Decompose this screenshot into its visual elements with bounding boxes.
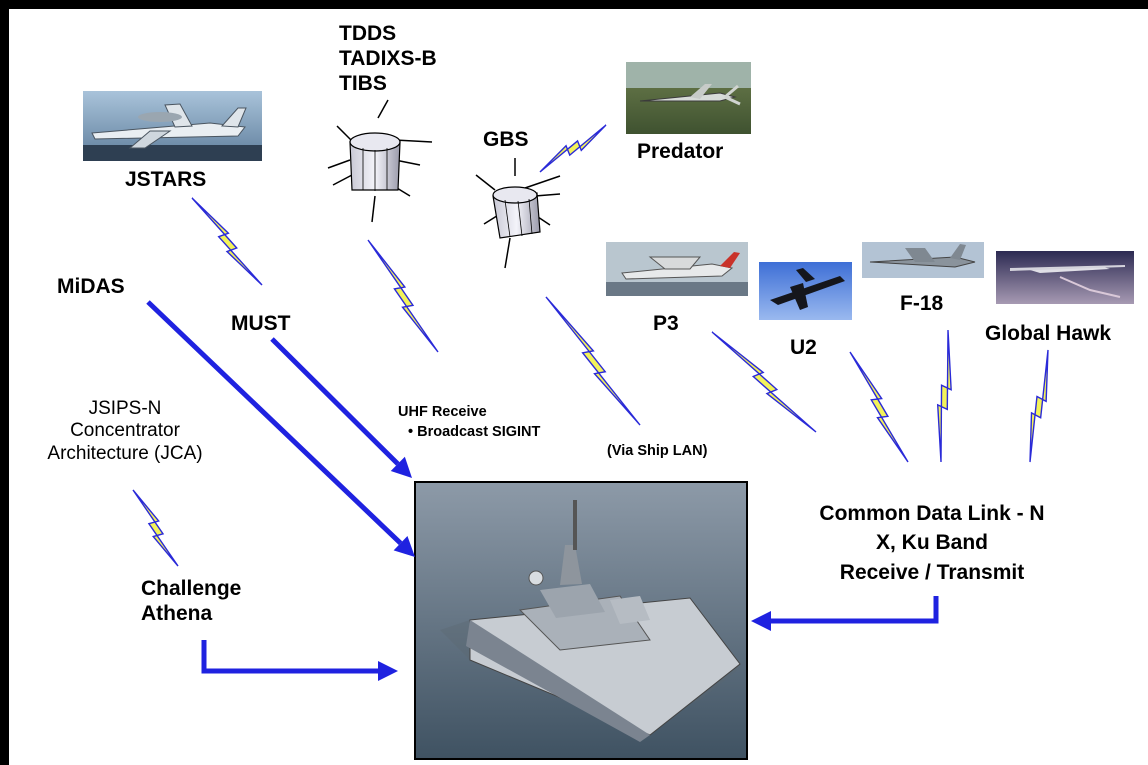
p3-link-bolt (711, 331, 817, 433)
p3-label: P3 (653, 312, 679, 335)
challenge-line-2: Athena (141, 601, 213, 625)
tdds-link-bolt (367, 239, 439, 353)
cdl-arrow (751, 596, 939, 631)
cdl-label: Common Data Link - N X, Ku Band Receive … (782, 499, 1082, 587)
must-arrow (270, 337, 412, 478)
must-label: MUST (231, 312, 291, 335)
p3-photo (606, 242, 748, 296)
challenge-line-1: Challenge (141, 577, 242, 600)
satellite-tdds-icon (327, 99, 433, 223)
system-tdds: TDDS (339, 22, 397, 45)
u2-photo (759, 262, 852, 320)
satellite-systems-label: TDDS TADIXS-B TIBS (339, 22, 437, 96)
blue-arrows (146, 300, 939, 681)
jca-line-3: Architecture (JCA) (47, 442, 203, 464)
f18-link-bolt (936, 329, 952, 463)
predator-label: Predator (637, 140, 724, 163)
via-ship-lan-label: (Via Ship LAN) (607, 443, 708, 459)
midas-label: MiDAS (57, 275, 125, 298)
uhf-line-2: • Broadcast SIGINT (408, 423, 541, 440)
cdl-line-2: X, Ku Band (875, 531, 988, 555)
cdl-line-3: Receive / Transmit (839, 560, 1025, 584)
ship-photo (414, 481, 748, 760)
lightning-links (132, 124, 1049, 567)
global-hawk-link-bolt (1029, 349, 1049, 463)
uhf-receive-label: UHF Receive • Broadcast SIGINT (398, 403, 540, 442)
f18-photo (862, 242, 984, 278)
midas-arrow (146, 300, 415, 557)
jstars-link-bolt (191, 197, 263, 286)
challenge-athena-arrow (201, 640, 398, 681)
u2-label: U2 (790, 336, 817, 359)
global-hawk-photo (996, 251, 1134, 304)
f18-label: F-18 (900, 292, 944, 315)
jca-label: JSIPS-N Concentrator Architecture (JCA) (30, 398, 220, 465)
gbs-link-bolt (545, 296, 641, 426)
satellite-gbs-icon (475, 158, 561, 269)
cdl-line-1: Common Data Link - N (819, 502, 1045, 525)
jstars-label: JSTARS (125, 168, 207, 191)
u2-link-bolt (849, 351, 909, 463)
challenge-athena-label: Challenge Athena (141, 577, 241, 627)
jstars-photo (83, 91, 262, 161)
global-hawk-label: Global Hawk (985, 322, 1112, 345)
jca-link-bolt (132, 489, 179, 567)
system-tibs: TIBS (339, 71, 387, 95)
predator-photo (626, 62, 751, 134)
gbs-label: GBS (483, 128, 529, 151)
predator-link-bolt (539, 124, 607, 173)
system-tadixs-b: TADIXS-B (339, 46, 437, 70)
jca-line-1: JSIPS-N (88, 398, 162, 419)
jca-line-2: Concentrator (70, 420, 180, 442)
uhf-line-1: UHF Receive (398, 404, 487, 420)
